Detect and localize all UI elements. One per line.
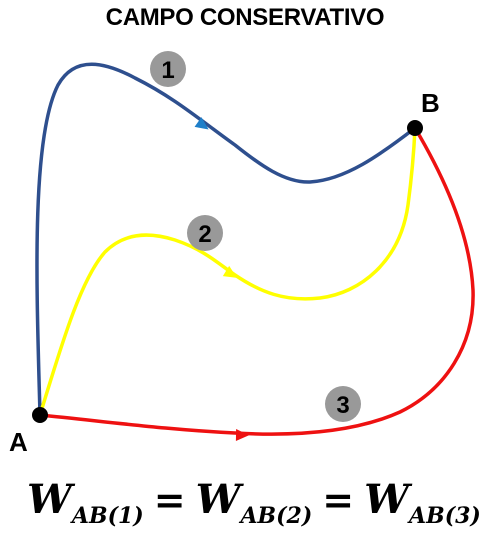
path-2-badge: 2 xyxy=(187,215,223,251)
diagram-title: CAMPO CONSERVATIVO xyxy=(105,4,385,31)
work-subscript-3: AB(3) xyxy=(409,503,481,529)
path-3-badge: 3 xyxy=(325,386,361,422)
path-1-number: 1 xyxy=(161,57,174,84)
path-2-number: 2 xyxy=(198,221,211,248)
path-2-arrow xyxy=(222,265,238,278)
work-equality-formula: WAB(1)=WAB(2)=WAB(3) xyxy=(27,476,481,536)
work-symbol-2: W xyxy=(195,476,241,523)
work-term-3: WAB(3) xyxy=(364,476,481,529)
work-subscript-1: AB(1) xyxy=(71,503,144,529)
work-subscript-2: AB(2) xyxy=(240,503,313,529)
path-3-arrow xyxy=(235,429,249,441)
work-symbol-3: W xyxy=(364,476,410,523)
point-b-label: B xyxy=(421,88,440,118)
point-a-label: A xyxy=(9,427,28,457)
point-b-dot xyxy=(407,120,423,136)
equals-sign-1: = xyxy=(153,477,186,522)
path-1-arrow xyxy=(194,117,209,130)
work-term-2: WAB(2) xyxy=(195,476,313,529)
path-diagram: A B 1 2 3 xyxy=(9,51,475,457)
work-term-1: WAB(1) xyxy=(27,476,144,529)
path-1-badge: 1 xyxy=(150,51,186,87)
point-a-dot xyxy=(32,407,48,423)
equals-sign-2: = xyxy=(322,477,355,522)
path-1-curve xyxy=(35,62,417,416)
work-symbol-1: W xyxy=(27,476,72,523)
path-3-number: 3 xyxy=(336,392,349,419)
path-3-curve xyxy=(39,127,475,436)
